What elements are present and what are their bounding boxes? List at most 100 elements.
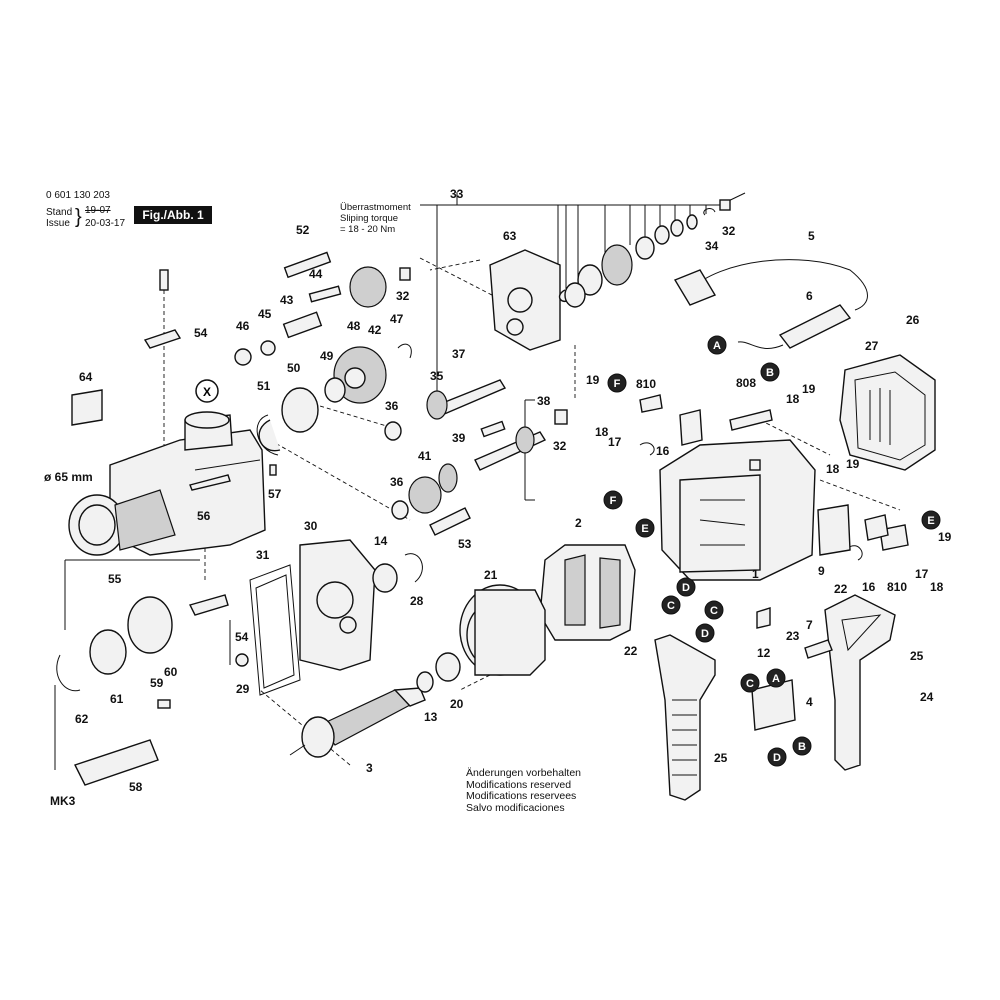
part-810a: 810 [636,377,656,391]
fan-baffle [459,584,546,676]
part-31: 31 [256,548,270,562]
part-7: 7 [806,618,813,632]
svg-text:E: E [641,523,648,535]
part-42: 42 [368,323,382,337]
badge-e1: E [635,518,655,538]
badge-a1: A [707,335,727,355]
part-58: 58 [129,780,143,794]
part-63: 63 [503,229,517,243]
connector-badges: A B F F E E D C C D A C B D [603,335,941,767]
note-de: Änderungen vorbehalten [466,767,582,779]
part-35: 35 [430,369,444,383]
badge-b1: B [760,362,780,382]
part-47: 47 [390,312,404,326]
badge-c3: C [740,673,760,693]
part-32b: 32 [396,289,410,303]
part-16a: 16 [656,444,670,458]
part-16b: 16 [862,580,876,594]
part-23: 23 [786,629,800,643]
torque-line-1: Überrastmoment [340,202,411,213]
stand-label: Stand [46,207,73,218]
part-17b: 17 [915,567,929,581]
part-44: 44 [309,267,323,281]
issue-date: 20-03-17 [85,218,126,229]
part-29: 29 [236,682,250,696]
gear-parts [56,199,909,786]
leader-lines [420,192,746,501]
end-cap [839,354,936,471]
taper-label: MK3 [50,794,76,808]
part-59: 59 [150,676,164,690]
svg-text:C: C [710,605,718,617]
part-22a: 22 [834,582,848,596]
svg-text:D: D [701,628,709,640]
svg-text:D: D [682,582,690,594]
diameter-label: ø 65 mm [44,470,93,484]
part-55: 55 [108,572,122,586]
part-6: 6 [806,289,813,303]
part-13: 13 [424,710,438,724]
part-54a: 54 [194,326,208,340]
svg-text:F: F [614,378,621,390]
part-27: 27 [865,339,879,353]
part-18b: 18 [595,425,609,439]
part-37: 37 [452,347,466,361]
part-50: 50 [287,361,301,375]
svg-text:D: D [773,752,781,764]
x-marker-circle [195,379,219,403]
figure-label: Fig./Abb. 1 [134,206,212,224]
part-4: 4 [806,695,813,709]
note-es: Salvo modificaciones [466,801,565,814]
torque-line-2: Sliping torque [340,213,399,224]
badge-f2: F [603,490,623,510]
part-labels: 33 34 32 5 63 52 44 43 32 42 47 48 46 45… [75,187,952,794]
part-9: 9 [818,564,825,578]
part-39: 39 [452,431,466,445]
svg-text:B: B [766,367,774,379]
part-48: 48 [347,319,361,333]
part-26: 26 [906,313,920,327]
part-41: 41 [418,449,432,463]
part-34: 34 [705,239,719,253]
part-17a: 17 [608,435,622,449]
torque-line-3: = 18 - 20 Nm [340,224,396,235]
part-32a: 32 [722,224,736,238]
part-21: 21 [484,568,498,582]
part-25a: 25 [910,649,924,663]
issue-label: Issue [46,218,70,229]
part-54b: 54 [235,630,249,644]
stand-date: 19-07 [85,205,111,216]
part-43: 43 [280,293,294,307]
part-20: 20 [450,697,464,711]
part-22b: 22 [624,644,638,658]
part-28: 28 [410,594,424,608]
svg-text:A: A [772,673,780,685]
part-25b: 25 [714,751,728,765]
part-53: 53 [458,537,472,551]
handle-left [654,634,716,801]
part-64: 64 [79,370,93,384]
badge-b2: B [792,736,812,756]
part-810b: 810 [887,580,907,594]
modifications-note: Änderungen vorbehalten Modifications res… [466,767,582,814]
badge-a2: A [766,668,786,688]
part-36a: 36 [385,399,399,413]
part-56: 56 [197,509,211,523]
part-18c: 18 [826,462,840,476]
badge-d3: D [767,747,787,767]
svg-text:E: E [927,515,934,527]
part-number: 0 601 130 203 [46,190,110,201]
x-marker: X [203,385,211,399]
svg-text:F: F [610,495,617,507]
part-32c: 32 [553,439,567,453]
part-33: 33 [450,187,464,201]
bearing-plate [299,539,376,671]
part-808: 808 [736,376,756,390]
armature [289,687,426,758]
part-19a: 19 [586,373,600,387]
part-18a: 18 [786,392,800,406]
gasket [249,564,301,696]
part-3: 3 [366,761,373,775]
gear-cover [489,249,561,351]
